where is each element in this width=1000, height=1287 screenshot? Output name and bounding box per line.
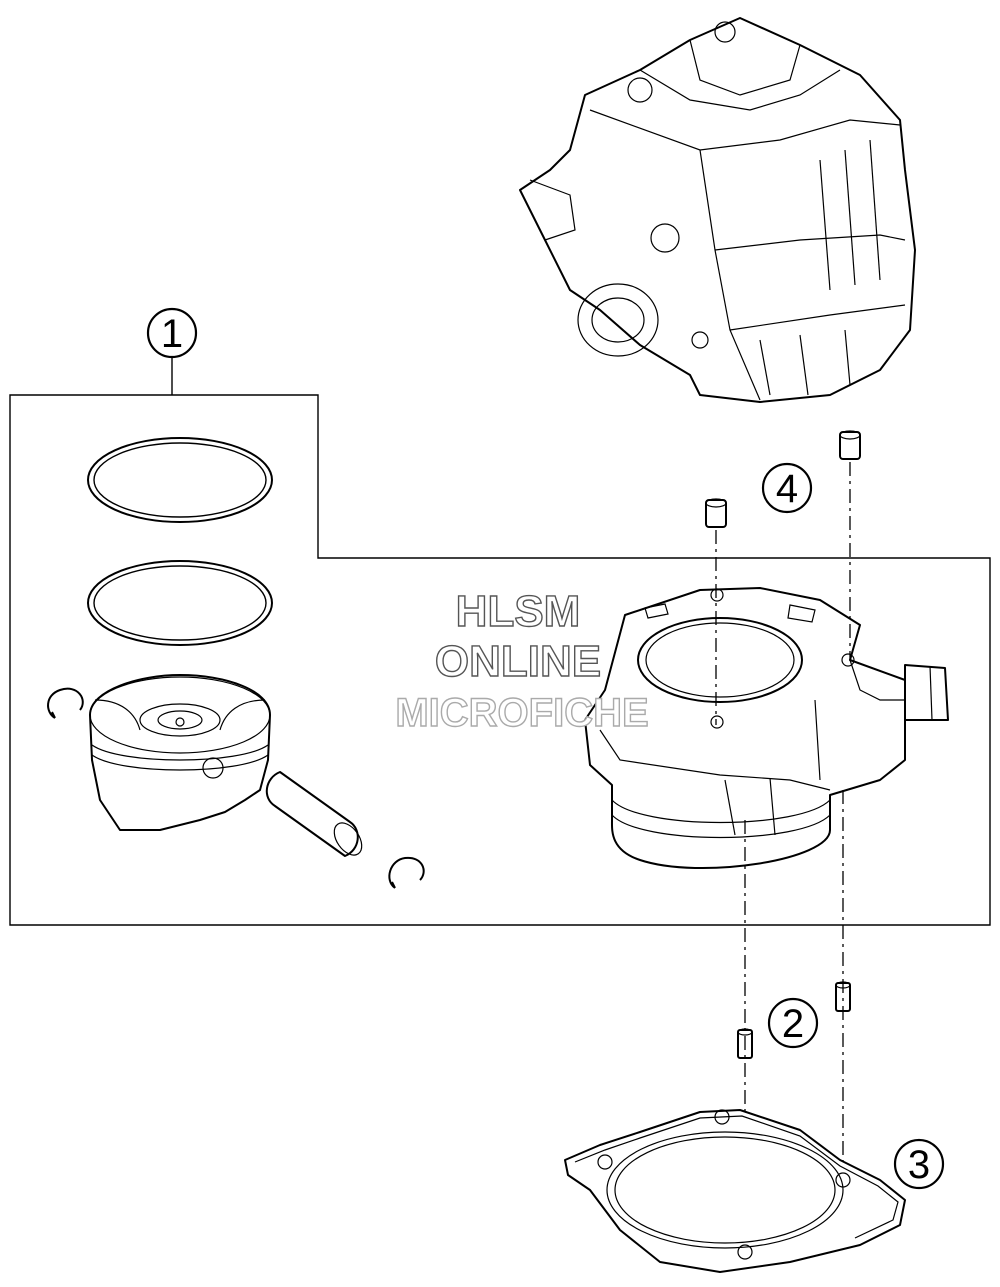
callout-2: 2: [767, 997, 819, 1049]
callout-3: 3: [893, 1138, 945, 1190]
kit-boundary: [9, 394, 991, 926]
circlip-left: [47, 687, 84, 719]
watermark-line1: HLSM: [456, 587, 581, 636]
piston-ring-upper: [87, 437, 273, 523]
callout-4: 4: [761, 462, 813, 514]
cylinder-base-gasket: [564, 1109, 906, 1273]
callout-3-label: 3: [908, 1143, 930, 1187]
piston-ring-lower: [87, 560, 273, 646]
circlip-right: [388, 856, 425, 889]
piston-pin: [265, 771, 363, 857]
dowel-pin-top-left: [705, 498, 727, 528]
callout-4-label: 4: [776, 467, 798, 511]
callout-1: 1: [146, 307, 198, 359]
watermark-line2: ONLINE: [435, 637, 601, 686]
watermark: HLSM ONLINE MICROFICHE: [395, 586, 650, 735]
callout-1-label: 1: [161, 312, 183, 356]
piston: [89, 674, 271, 831]
cylinder: [584, 587, 949, 870]
watermark-line3: MICROFICHE: [395, 691, 648, 735]
callout-2-label: 2: [782, 1002, 804, 1046]
dowel-pin-top-right: [839, 430, 861, 460]
cylinder-head: [519, 17, 916, 403]
